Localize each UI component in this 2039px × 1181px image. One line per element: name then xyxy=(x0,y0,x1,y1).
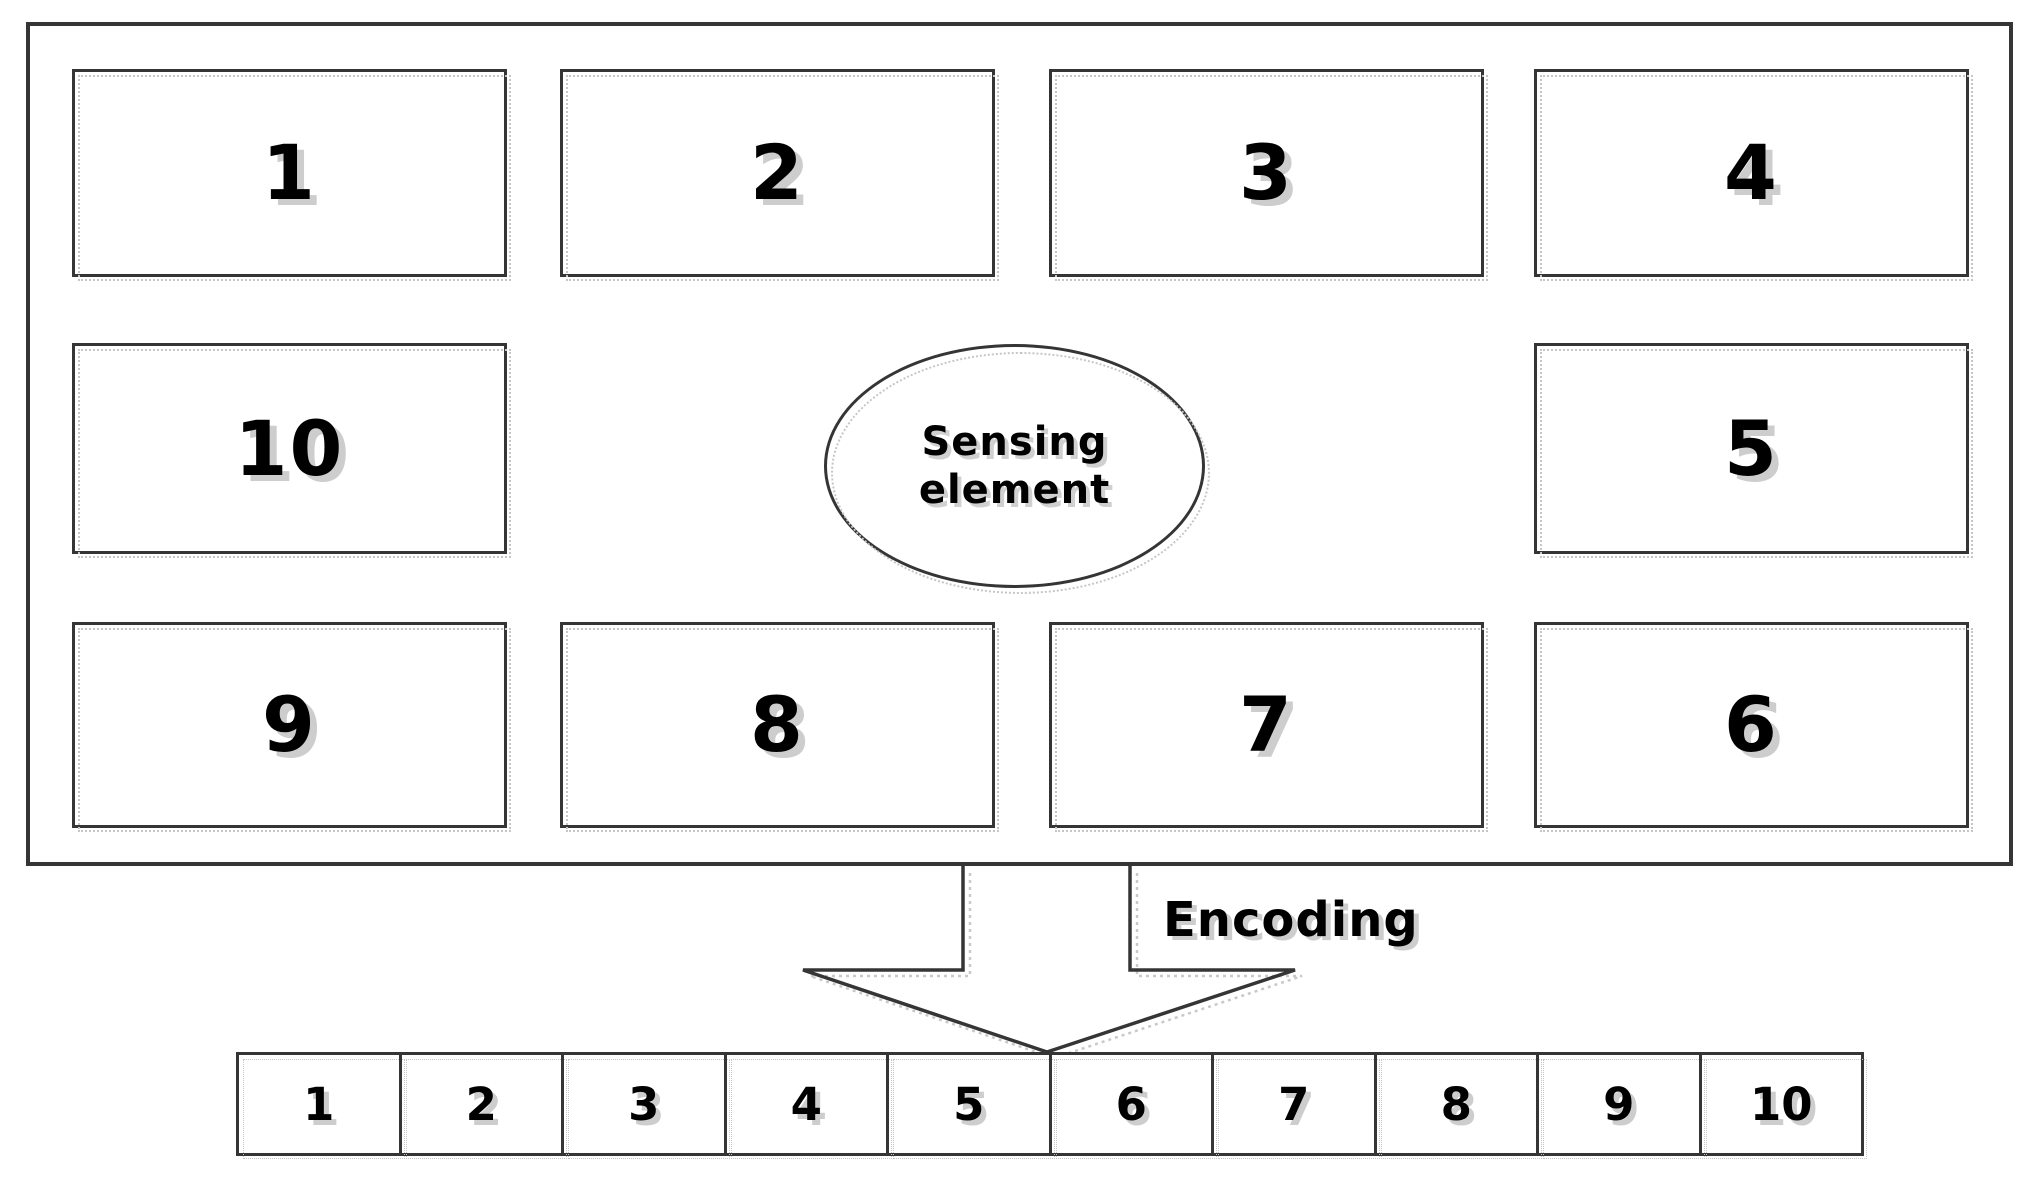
output-cell-4: 4 xyxy=(723,1055,892,1159)
output-cell-1-label: 1 xyxy=(303,1077,335,1131)
array-box-10-label: 10 xyxy=(234,403,345,493)
array-box-8-label: 8 xyxy=(750,680,805,769)
array-box-9: 9 xyxy=(72,622,511,832)
array-box-5-label: 5 xyxy=(1724,403,1779,493)
output-cell-10-label: 10 xyxy=(1749,1077,1813,1131)
output-cell-7: 7 xyxy=(1211,1055,1380,1159)
array-box-6: 6 xyxy=(1534,622,1973,832)
array-box-7-label: 7 xyxy=(1239,680,1294,769)
output-cell-6-label: 6 xyxy=(1115,1077,1147,1131)
array-box-2-label: 2 xyxy=(750,128,805,217)
sensing-element-label: Sensing element xyxy=(919,418,1110,514)
array-box-8: 8 xyxy=(560,622,999,832)
array-box-4: 4 xyxy=(1534,69,1973,281)
output-cell-3-label: 3 xyxy=(628,1077,660,1131)
array-box-7: 7 xyxy=(1049,622,1488,832)
output-cell-7-label: 7 xyxy=(1278,1077,1310,1131)
output-cell-2-label: 2 xyxy=(465,1077,497,1131)
sensing-element-ellipse: Sensing element xyxy=(824,344,1210,594)
array-box-10: 10 xyxy=(72,343,511,558)
output-cell-1: 1 xyxy=(239,1055,405,1159)
output-cell-5: 5 xyxy=(886,1055,1055,1159)
arrow-left-path xyxy=(802,865,1048,1054)
output-strip: 1 2 3 4 5 6 7 8 xyxy=(236,1052,1867,1159)
output-cell-5-label: 5 xyxy=(953,1077,985,1131)
output-cell-3: 3 xyxy=(561,1055,730,1159)
output-cell-9-label: 9 xyxy=(1603,1077,1635,1131)
array-box-1: 1 xyxy=(72,69,511,281)
output-cell-10: 10 xyxy=(1698,1055,1867,1159)
output-cell-9: 9 xyxy=(1536,1055,1705,1159)
sensing-element-line1: Sensing xyxy=(921,419,1108,465)
arrow-ghost-left-path xyxy=(809,873,1055,1060)
output-cell-6: 6 xyxy=(1048,1055,1217,1159)
encoding-label: Encoding xyxy=(1163,892,1419,948)
array-box-6-label: 6 xyxy=(1724,680,1779,769)
sensing-element-line2: element xyxy=(918,467,1111,513)
array-box-4-label: 4 xyxy=(1724,128,1779,217)
array-box-1-label: 1 xyxy=(262,128,317,217)
array-box-9-label: 9 xyxy=(262,680,317,769)
output-cell-8: 8 xyxy=(1373,1055,1542,1159)
array-box-3-label: 3 xyxy=(1239,128,1294,217)
array-box-5: 5 xyxy=(1534,343,1973,558)
output-cell-2: 2 xyxy=(398,1055,567,1159)
output-cell-8-label: 8 xyxy=(1440,1077,1472,1131)
output-cell-4-label: 4 xyxy=(790,1077,822,1131)
array-box-2: 2 xyxy=(560,69,999,281)
array-box-3: 3 xyxy=(1049,69,1488,281)
